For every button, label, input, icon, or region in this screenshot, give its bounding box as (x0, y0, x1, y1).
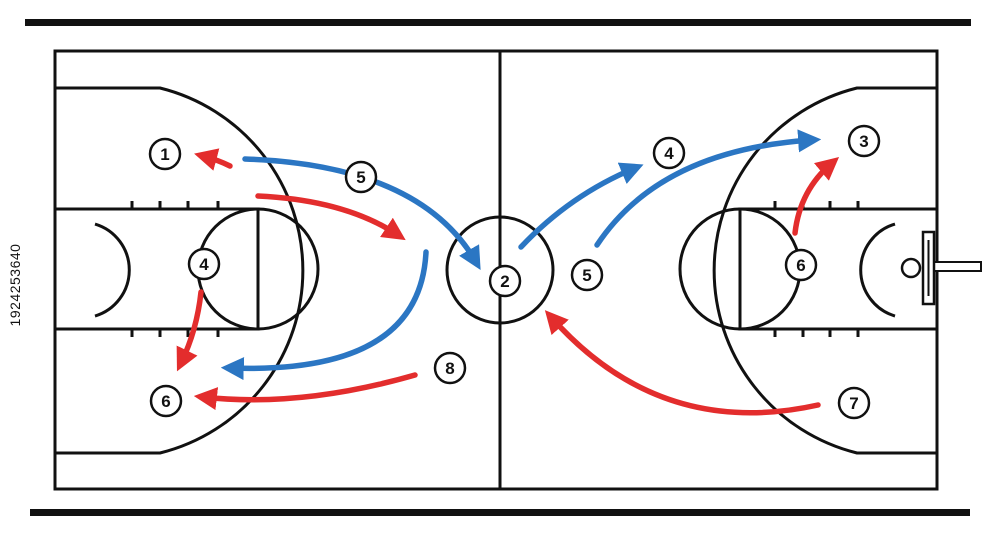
player-marker-6-left: 6 (149, 384, 183, 418)
player-marker-3: 3 (847, 124, 881, 158)
center-circle (445, 215, 555, 325)
player-marker-5-left: 5 (344, 160, 378, 194)
left-restricted-arc (94, 222, 131, 318)
left-key (53, 207, 260, 331)
red-arrow-to-1 (194, 148, 233, 171)
blue-arrow-5-to-3 (594, 129, 822, 248)
svg-text:4: 4 (664, 144, 674, 163)
stock-id-text: 1924253640 (7, 243, 23, 327)
blue-arrow-center-to-6 (220, 249, 429, 381)
player-marker-4-left: 4 (187, 247, 221, 281)
right-free-throw-circle (678, 207, 741, 331)
svg-text:5: 5 (582, 266, 591, 285)
svg-text:5: 5 (356, 168, 365, 187)
right-restricted-arc (859, 222, 896, 318)
red-arrow-6-to-3 (792, 157, 840, 236)
player-marker-4-right: 4 (652, 136, 686, 170)
player-marker-8: 8 (433, 351, 467, 385)
right-three-point-line (712, 86, 937, 455)
svg-text:7: 7 (849, 394, 858, 413)
svg-text:2: 2 (500, 272, 509, 291)
svg-text:1: 1 (160, 145, 169, 164)
red-arrow-7-to-2 (544, 310, 821, 416)
bottom-border-bar (30, 509, 970, 516)
blue-arrow-2-to-4 (518, 162, 644, 250)
top-border-bar (25, 19, 971, 26)
red-arrow-8-to-6 (193, 372, 418, 411)
player-marker-7: 7 (837, 386, 871, 420)
svg-text:4: 4 (199, 255, 209, 274)
player-markers: 1 5 4 6 8 2 5 4 (148, 124, 881, 420)
player-marker-5-right: 5 (570, 258, 604, 292)
court-lines (53, 49, 939, 491)
blue-arrow-5-to-2 (242, 156, 481, 270)
red-arrow-to-center-left (255, 193, 406, 241)
player-marker-2: 2 (488, 264, 522, 298)
svg-text:8: 8 (445, 359, 454, 378)
lane-hash-marks (130, 201, 860, 337)
basketball-hoop-icon (900, 230, 982, 306)
stock-id-watermark: 1924253640 (2, 160, 28, 410)
player-marker-6-right: 6 (784, 248, 818, 282)
hoop-rim (900, 257, 922, 279)
player-marker-1-left: 1 (148, 137, 182, 171)
left-three-point-line (55, 86, 305, 455)
hoop-pole (933, 261, 982, 272)
movement-arrows (176, 129, 840, 416)
svg-text:6: 6 (161, 392, 170, 411)
svg-text:6: 6 (796, 256, 805, 275)
left-free-throw-circle (257, 207, 320, 331)
red-arrow-4-to-6 (176, 289, 204, 372)
svg-text:3: 3 (859, 132, 868, 151)
